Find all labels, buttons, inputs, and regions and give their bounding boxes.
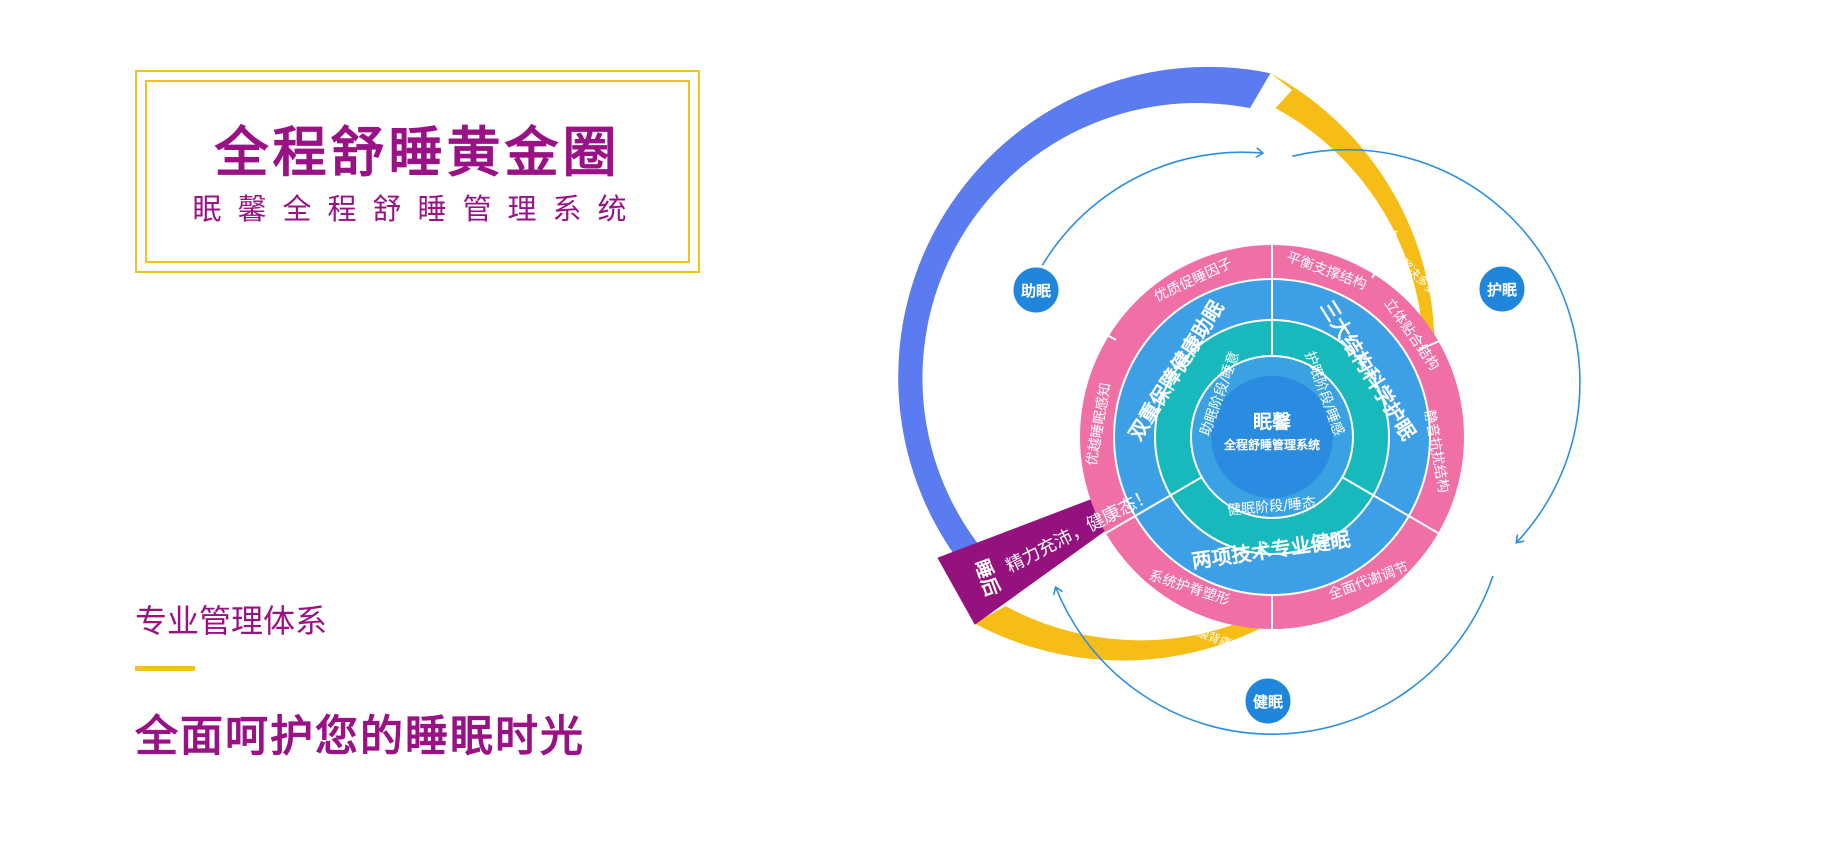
label-during-sleep: 睡中 bbox=[1536, 567, 1575, 611]
center-core bbox=[1211, 376, 1333, 498]
badge-assist: 助眠 bbox=[1010, 264, 1062, 316]
cycle-arc-3 bbox=[1056, 575, 1494, 736]
section-divider bbox=[135, 666, 195, 671]
outer-arc-before bbox=[898, 66, 1271, 569]
badge-assist-label: 助眠 bbox=[1021, 282, 1051, 300]
main-title: 全程舒睡黄金圈 bbox=[214, 121, 621, 184]
badge-protect-label: 护眠 bbox=[1487, 281, 1517, 299]
badge-protect: 护眠 bbox=[1476, 263, 1528, 315]
ring-dividers bbox=[1082, 240, 1454, 629]
badge-health-label: 健眠 bbox=[1253, 693, 1283, 711]
center-subtitle: 全程舒睡管理系统 bbox=[1223, 437, 1320, 452]
center-title: 眠馨 bbox=[1253, 410, 1292, 433]
title-frame: 全程舒睡黄金圈 眠馨全程舒睡管理系统 bbox=[135, 70, 700, 273]
problem-1: 解决入睡难问题 bbox=[1120, 213, 1197, 266]
cycle-arc-2 bbox=[1292, 148, 1581, 542]
title-frame-inner bbox=[145, 80, 690, 263]
slogan: 全面呵护您的睡眠时光 bbox=[135, 712, 585, 762]
stage-health: 健眠阶段/睡态 bbox=[1227, 495, 1317, 519]
label-before-sleep: 睡前 bbox=[970, 239, 1011, 283]
section-label: 专业管理体系 bbox=[135, 602, 328, 640]
problem-5: 解决睡易次数多问题 bbox=[1473, 389, 1501, 494]
badge-health: 健眠 bbox=[1242, 675, 1294, 727]
subtitle: 眠馨全程舒睡管理系统 bbox=[192, 192, 643, 226]
problem-2: 解决体感差问题 bbox=[1039, 386, 1064, 468]
